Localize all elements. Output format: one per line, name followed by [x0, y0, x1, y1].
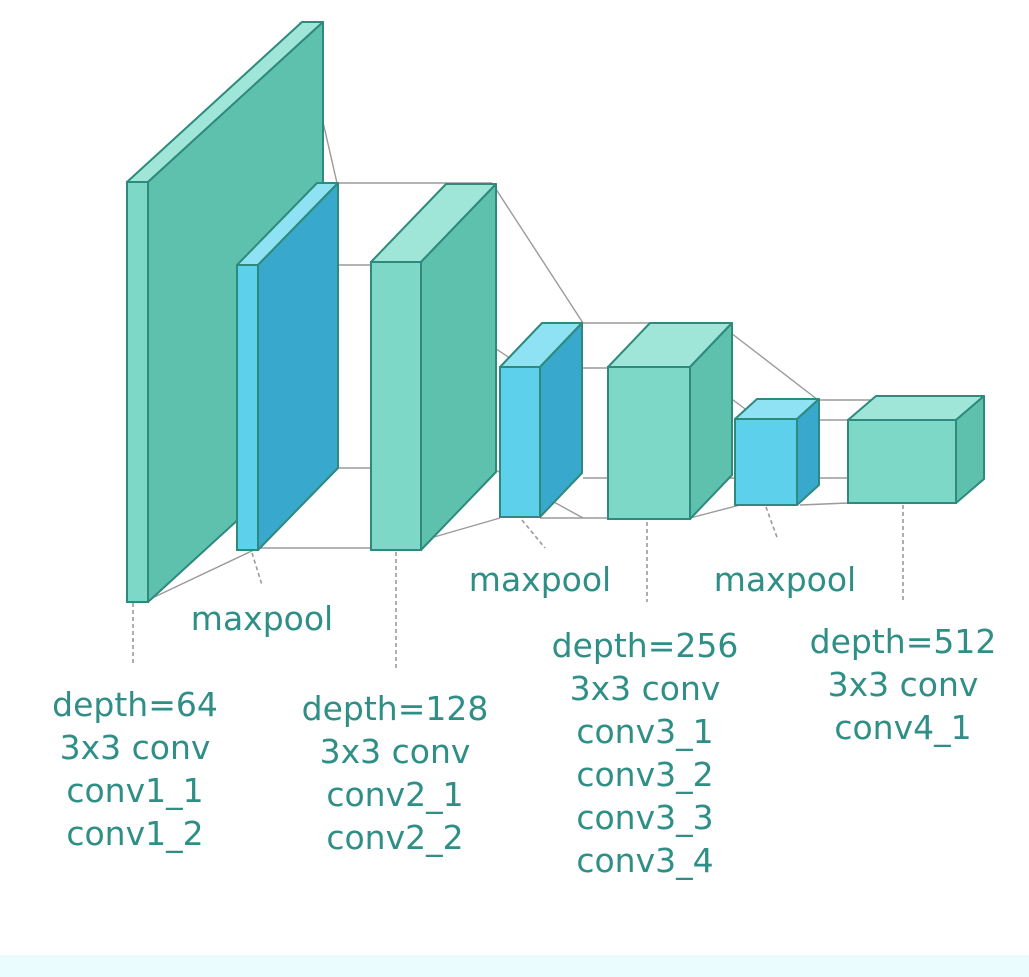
- pool3-volume: [734, 398, 820, 506]
- block4-layer: conv4_1: [834, 708, 972, 747]
- block3-label: depth=256 3x3 conv conv3_1 conv3_2 conv3…: [552, 624, 739, 882]
- pool1-volume: [236, 182, 339, 551]
- block3-layer: conv3_3: [576, 798, 714, 837]
- block1-layer: conv1_2: [66, 814, 204, 853]
- block4-depth: depth=512: [809, 622, 997, 661]
- guide-line: [765, 506, 779, 541]
- connector-line: [147, 547, 259, 601]
- bottom-band: [0, 955, 1029, 977]
- connector-line: [491, 182, 584, 324]
- conv2-volume: [370, 183, 497, 551]
- connector-line: [689, 504, 741, 519]
- connector-line: [799, 502, 849, 506]
- block2-label: depth=128 3x3 conv conv2_1 conv2_2: [302, 687, 489, 859]
- block2-depth: depth=128: [301, 689, 489, 728]
- conv3-volume: [607, 322, 733, 520]
- block2-layer: conv2_1: [326, 775, 464, 814]
- block4-kernel: 3x3 conv: [827, 665, 979, 704]
- conv4-volume: [847, 395, 985, 504]
- block3-layer: conv3_2: [576, 755, 714, 794]
- block2-layer: conv2_2: [326, 818, 464, 857]
- block3-depth: depth=256: [551, 626, 739, 665]
- pool2-label: maxpool: [468, 560, 612, 599]
- block2-kernel: 3x3 conv: [319, 732, 471, 771]
- pool1-label: maxpool: [190, 599, 334, 638]
- connector-line: [717, 322, 819, 401]
- block1-depth: depth=64: [52, 685, 218, 724]
- block4-label: depth=512 3x3 conv conv4_1: [810, 620, 997, 749]
- block1-label: depth=64 3x3 conv conv1_1 conv1_2: [52, 683, 218, 855]
- pool3-label: maxpool: [713, 560, 857, 599]
- block3-layer: conv3_4: [576, 841, 714, 880]
- pool2-volume: [499, 322, 583, 518]
- block1-layer: conv1_1: [66, 771, 204, 810]
- block3-kernel: 3x3 conv: [569, 669, 721, 708]
- guide-line: [521, 519, 546, 549]
- block3-layer: conv3_1: [576, 712, 714, 751]
- block1-kernel: 3x3 conv: [59, 728, 211, 767]
- guide-line: [251, 552, 263, 586]
